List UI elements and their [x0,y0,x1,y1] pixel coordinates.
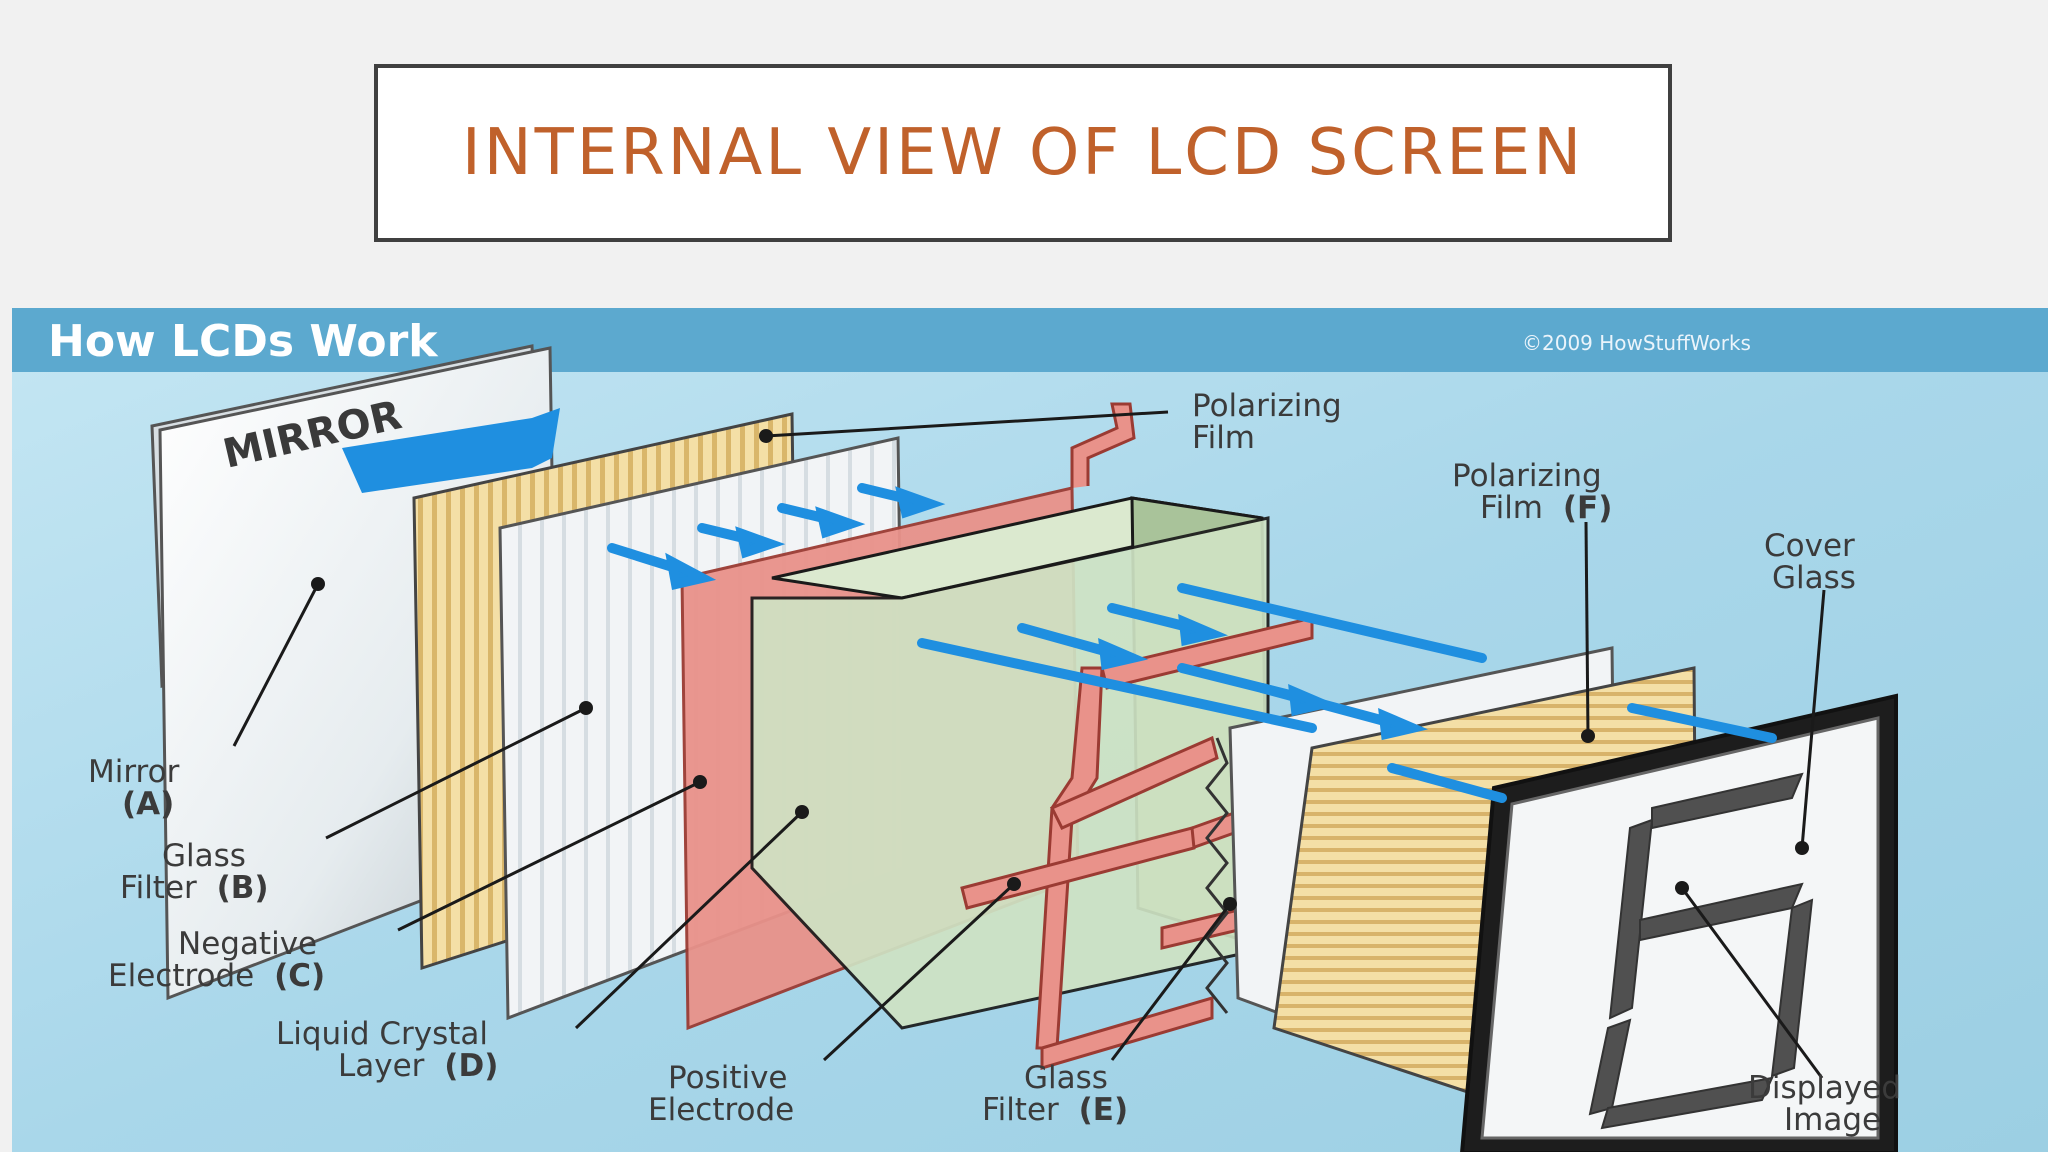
slide-title: INTERNAL VIEW OF LCD SCREEN [461,116,1585,190]
label-displayed-image: Displayed Image [1748,1070,1911,1138]
leader-lines [232,410,1826,1079]
label-positive-electrode: Positive Electrode [648,1060,797,1128]
label-glass-filter-e: Glass Filter (E) [982,1060,1128,1128]
label-mirror: Mirror (A) [88,754,189,822]
label-negative-electrode: Negative Electrode (C) [108,926,327,994]
diagram-header-bar [12,308,2048,372]
label-liquid-crystal: Liquid Crystal Layer (D) [276,1016,498,1084]
diagram-copyright: ©2009 HowStuffWorks [1522,331,1751,355]
light-beams [607,483,1777,803]
displayed-digit [1588,772,1814,1130]
lcd-diagram: How LCDs Work ©2009 HowStuffWorks MIRROR [12,308,2048,1152]
light-entry-arrow [342,408,560,493]
label-polarizing-film: Polarizing Film [1192,388,1352,456]
label-polarizing-film-f: Polarizing Film (F) [1452,458,1612,526]
label-cover-glass: Cover Glass [1764,528,1865,596]
cover-glass [1460,693,1898,1152]
diagram-header: How LCDs Work [48,316,439,367]
label-glass-filter-b: Glass Filter (B) [120,838,269,906]
slide-title-box: INTERNAL VIEW OF LCD SCREEN [374,64,1672,242]
